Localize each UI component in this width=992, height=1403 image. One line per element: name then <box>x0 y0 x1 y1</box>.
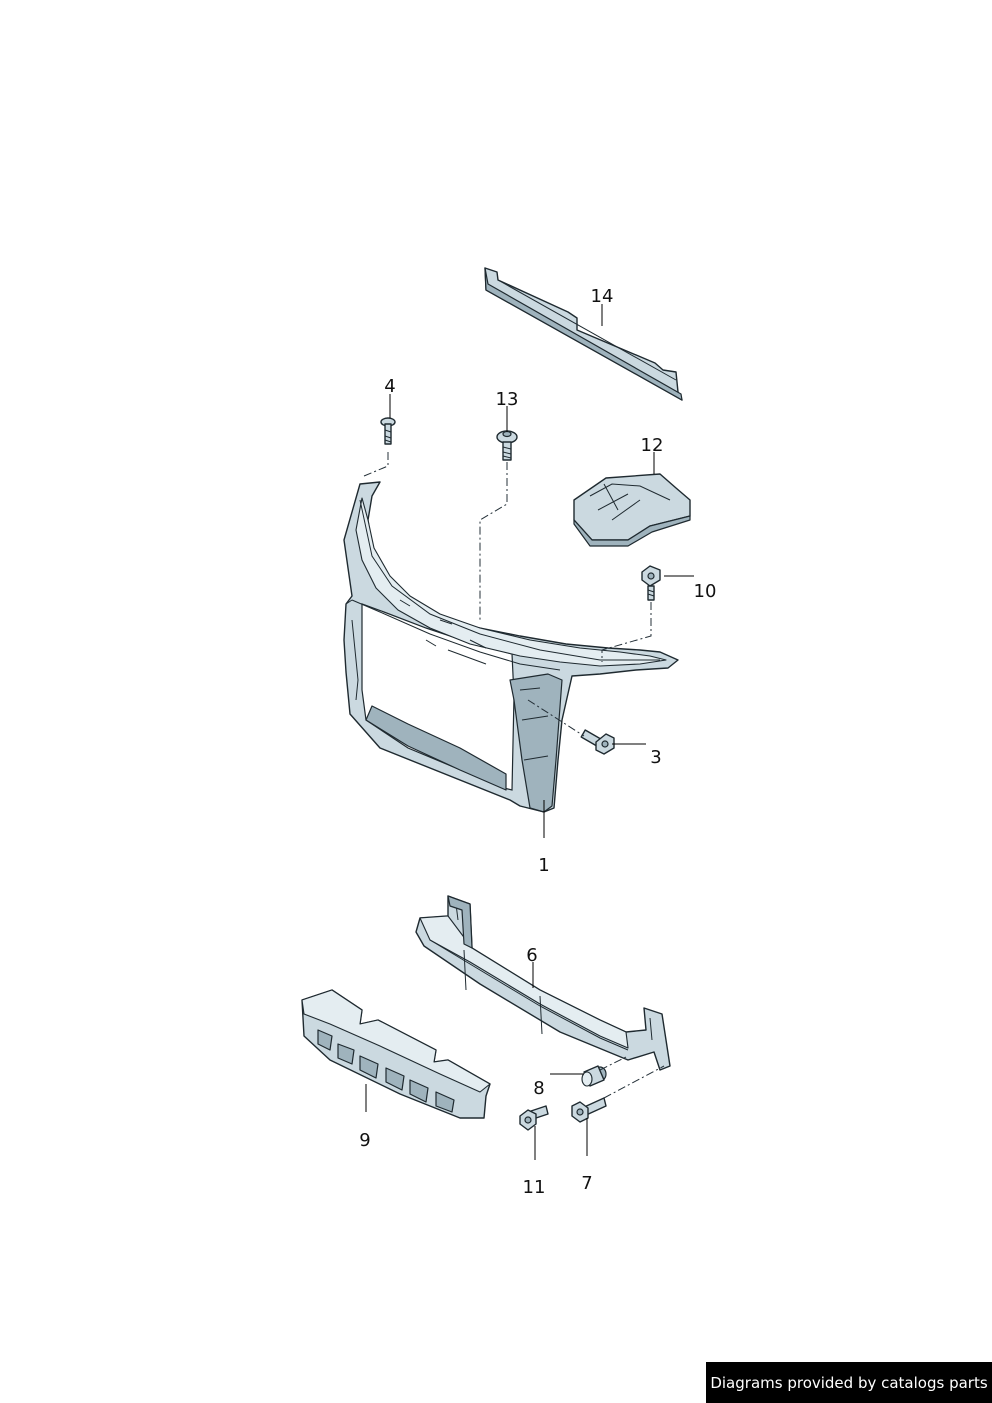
callout-3: 3 <box>650 747 661 768</box>
part-13-screw[interactable] <box>496 430 518 461</box>
part-8-nut[interactable] <box>581 1065 607 1087</box>
part-1-lock-carrier[interactable] <box>343 481 679 813</box>
part-12-air-guide[interactable] <box>573 473 691 547</box>
callout-13: 13 <box>496 389 519 410</box>
part-14-seal-strip[interactable] <box>484 267 683 401</box>
credit-banner: Diagrams provided by catalogs parts <box>706 1362 992 1403</box>
part-11-screw[interactable] <box>519 1105 549 1131</box>
callout-14: 14 <box>591 286 614 307</box>
part-10-screw[interactable] <box>641 565 661 601</box>
part-9-energy-absorber[interactable] <box>301 989 491 1119</box>
callout-1: 1 <box>538 855 549 876</box>
part-6-bumper-reinforcement[interactable] <box>415 895 671 1071</box>
callout-11: 11 <box>523 1177 546 1198</box>
callout-4: 4 <box>384 376 395 397</box>
callout-8: 8 <box>533 1078 544 1099</box>
part-3-screw[interactable] <box>580 729 615 755</box>
callout-7: 7 <box>581 1173 592 1194</box>
part-4-screw[interactable] <box>380 417 396 445</box>
callout-12: 12 <box>641 435 664 456</box>
callout-10: 10 <box>694 581 717 602</box>
callout-6: 6 <box>526 945 537 966</box>
part-7-screw[interactable] <box>571 1097 607 1123</box>
callout-9: 9 <box>359 1130 370 1151</box>
